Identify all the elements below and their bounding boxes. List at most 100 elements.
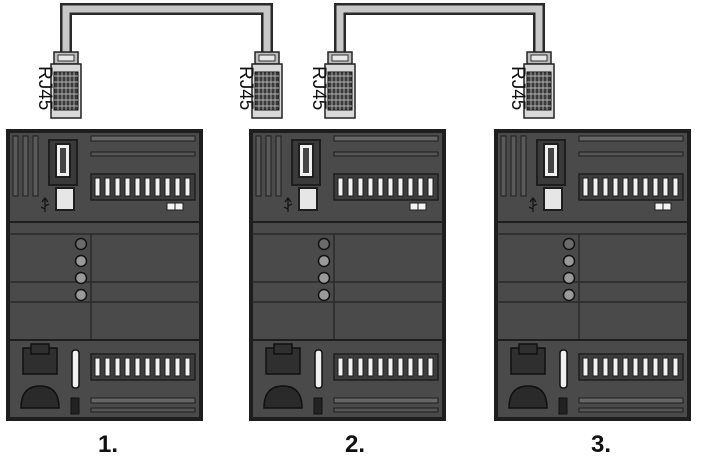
status-led bbox=[317, 237, 331, 251]
terminal-pin bbox=[144, 357, 151, 377]
status-led bbox=[317, 254, 331, 268]
cooling-rib bbox=[500, 135, 507, 197]
terminal-pin bbox=[337, 357, 344, 377]
status-led bbox=[562, 271, 576, 285]
bottom-strip bbox=[578, 397, 684, 404]
device-bottom-module bbox=[251, 339, 444, 419]
captions-layer: 1. 2. 3. bbox=[98, 431, 611, 457]
cooling-rib bbox=[22, 135, 29, 197]
socket-clip bbox=[273, 343, 293, 355]
terminal-pin bbox=[124, 357, 131, 377]
terminal-pin bbox=[652, 357, 659, 377]
terminal-pin bbox=[124, 177, 131, 197]
network-cable-core bbox=[336, 5, 543, 62]
terminal-pin bbox=[387, 177, 394, 197]
network-cable-core bbox=[62, 5, 271, 62]
terminal-pin bbox=[347, 357, 354, 377]
terminal-pin bbox=[397, 357, 404, 377]
terminal-pin bbox=[174, 177, 181, 197]
terminal-pin bbox=[164, 357, 171, 377]
terminal-pin bbox=[184, 177, 191, 197]
usb-port-tongue bbox=[303, 148, 309, 173]
status-led bbox=[562, 288, 576, 302]
terminal-pin bbox=[582, 357, 589, 377]
top-strip bbox=[578, 151, 684, 157]
device-caption-2: 2. bbox=[345, 431, 365, 457]
status-led bbox=[74, 271, 88, 285]
terminal-pin bbox=[642, 357, 649, 377]
device-caption-1: 1. bbox=[98, 431, 118, 457]
slot-indicator bbox=[71, 349, 80, 389]
terminal-pin bbox=[672, 357, 679, 377]
terminal-pin bbox=[397, 177, 404, 197]
top-strip bbox=[90, 135, 196, 142]
cooling-rib bbox=[12, 135, 19, 197]
terminal-pin bbox=[407, 177, 414, 197]
status-led bbox=[317, 271, 331, 285]
terminal-pin bbox=[377, 177, 384, 197]
usb-port-tongue bbox=[548, 148, 554, 173]
top-strip bbox=[578, 135, 684, 142]
bottom-strip bbox=[90, 397, 196, 404]
status-led bbox=[562, 237, 576, 251]
status-led bbox=[317, 288, 331, 302]
usb-port-tongue bbox=[60, 148, 66, 173]
terminal-pin bbox=[337, 177, 344, 197]
plug-boot-window bbox=[57, 54, 75, 62]
terminal-pin bbox=[407, 357, 414, 377]
terminal-pin bbox=[582, 177, 589, 197]
terminal-pin bbox=[357, 357, 364, 377]
plc-device-2 bbox=[249, 129, 446, 421]
terminal-pin bbox=[94, 177, 101, 197]
terminal-pin bbox=[367, 357, 374, 377]
terminal-pin bbox=[592, 177, 599, 197]
terminal-pin bbox=[387, 357, 394, 377]
plug-boot-window bbox=[331, 54, 349, 62]
terminal-pin bbox=[164, 177, 171, 197]
devices-layer bbox=[6, 129, 691, 421]
memory-card-slot bbox=[263, 385, 303, 409]
terminal-pin bbox=[612, 357, 619, 377]
status-led bbox=[562, 254, 576, 268]
rj45-connector: RJ45 bbox=[34, 51, 82, 119]
cooling-rib bbox=[255, 135, 262, 197]
bottom-strip bbox=[578, 407, 684, 413]
terminal-pin bbox=[652, 177, 659, 197]
bottom-strip bbox=[90, 407, 196, 413]
network-cable-2 bbox=[334, 3, 545, 62]
rj45-connector: RJ45 bbox=[308, 51, 356, 119]
slot-indicator bbox=[314, 349, 323, 389]
memory-card-slot bbox=[20, 385, 60, 409]
cooling-rib bbox=[265, 135, 272, 197]
terminal-pin bbox=[417, 177, 424, 197]
terminal-pin bbox=[114, 177, 121, 197]
plug-boot-window bbox=[258, 54, 276, 62]
terminal-pin bbox=[174, 357, 181, 377]
device-caption-3: 3. bbox=[591, 431, 611, 457]
terminal-pin bbox=[104, 177, 111, 197]
terminal-pin bbox=[427, 357, 434, 377]
plug-boot-window bbox=[530, 54, 548, 62]
status-led bbox=[74, 288, 88, 302]
terminal-pin bbox=[134, 357, 141, 377]
socket-clip bbox=[518, 343, 538, 355]
mini-usb-port bbox=[543, 187, 563, 211]
terminal-pin bbox=[114, 357, 121, 377]
socket-housing bbox=[510, 347, 546, 375]
network-cable-1 bbox=[60, 3, 273, 62]
top-strip bbox=[333, 135, 439, 142]
terminal-pin bbox=[602, 177, 609, 197]
terminal-pin bbox=[662, 177, 669, 197]
terminal-pin bbox=[144, 177, 151, 197]
terminal-pin bbox=[154, 357, 161, 377]
terminal-pin bbox=[632, 357, 639, 377]
plc-device-3 bbox=[494, 129, 691, 421]
rj45-connector: RJ45 bbox=[235, 51, 283, 119]
rj45-connector: RJ45 bbox=[507, 51, 555, 119]
top-strip bbox=[90, 151, 196, 157]
device-bottom-module bbox=[8, 339, 201, 419]
cooling-rib bbox=[520, 135, 527, 197]
terminal-pin bbox=[592, 357, 599, 377]
terminal-pin bbox=[94, 357, 101, 377]
